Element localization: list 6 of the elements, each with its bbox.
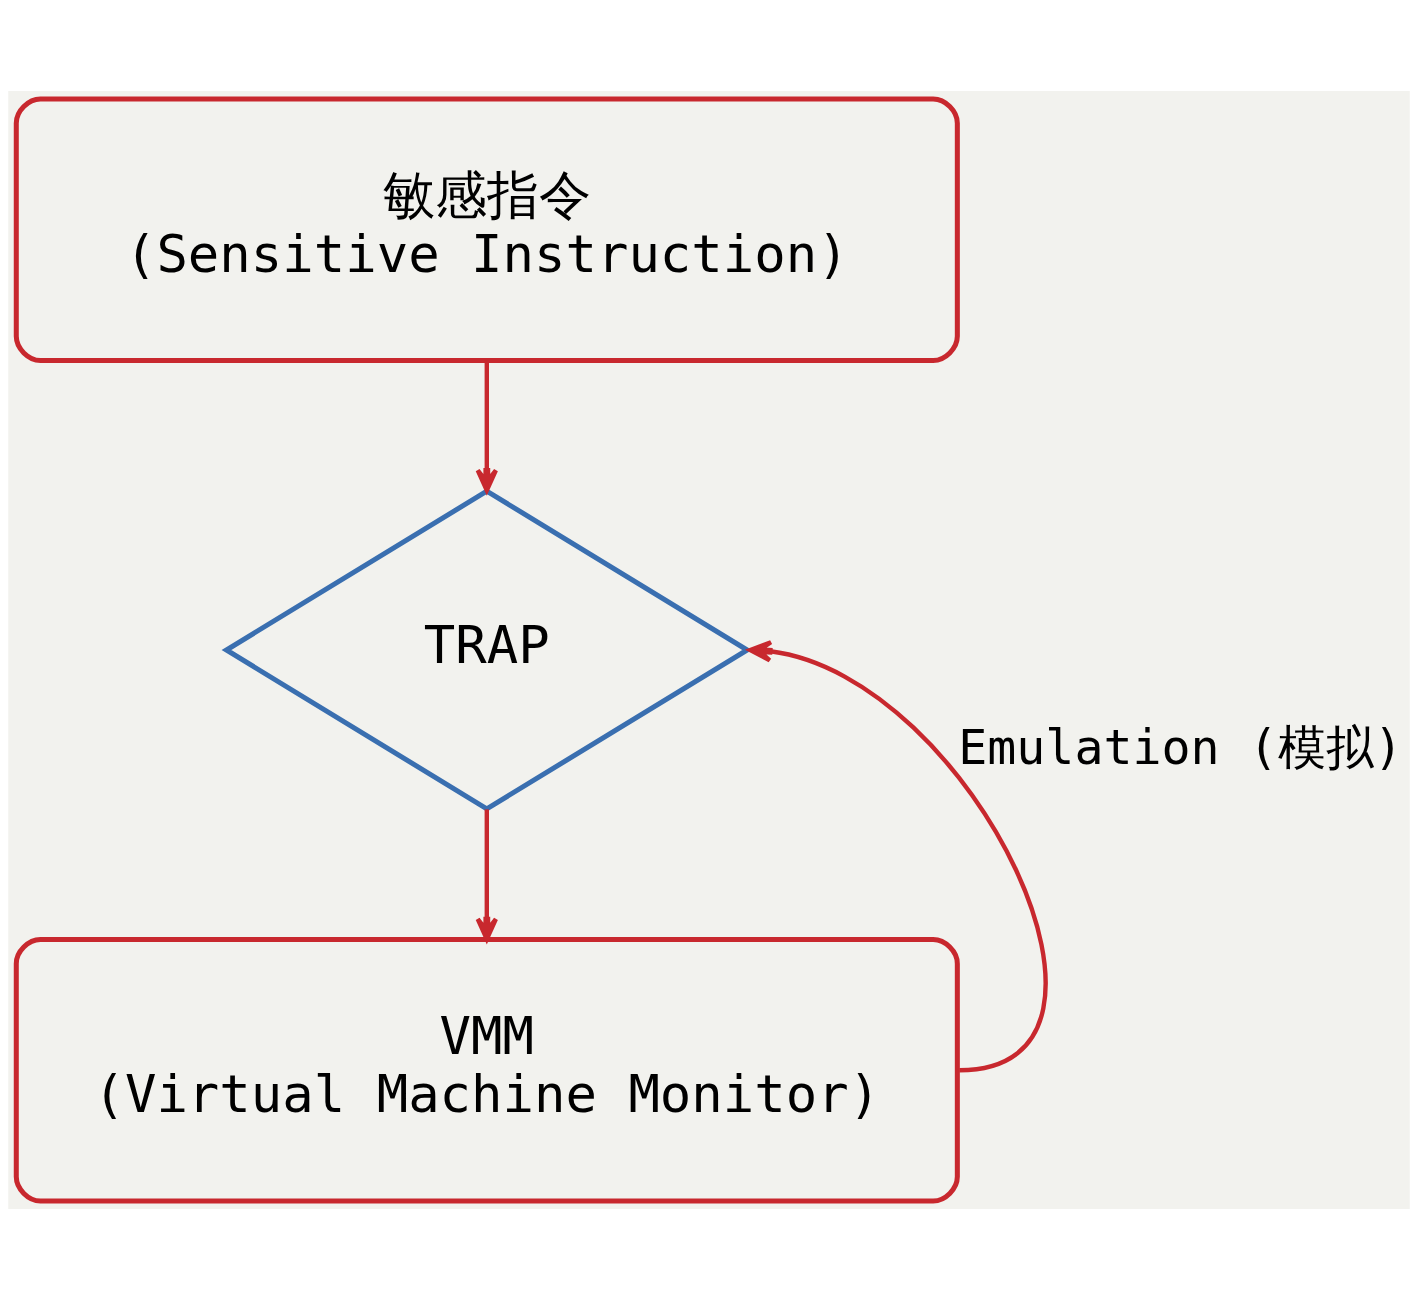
edge-label: Emulation (模拟) <box>958 719 1403 776</box>
node-box: 敏感指令 (Sensitive Instruction) <box>13 96 960 363</box>
node-box: VMM (Virtual Machine Monitor) <box>13 937 960 1204</box>
arrow <box>475 360 499 493</box>
arrow <box>748 640 1047 1073</box>
arrow <box>475 809 499 942</box>
